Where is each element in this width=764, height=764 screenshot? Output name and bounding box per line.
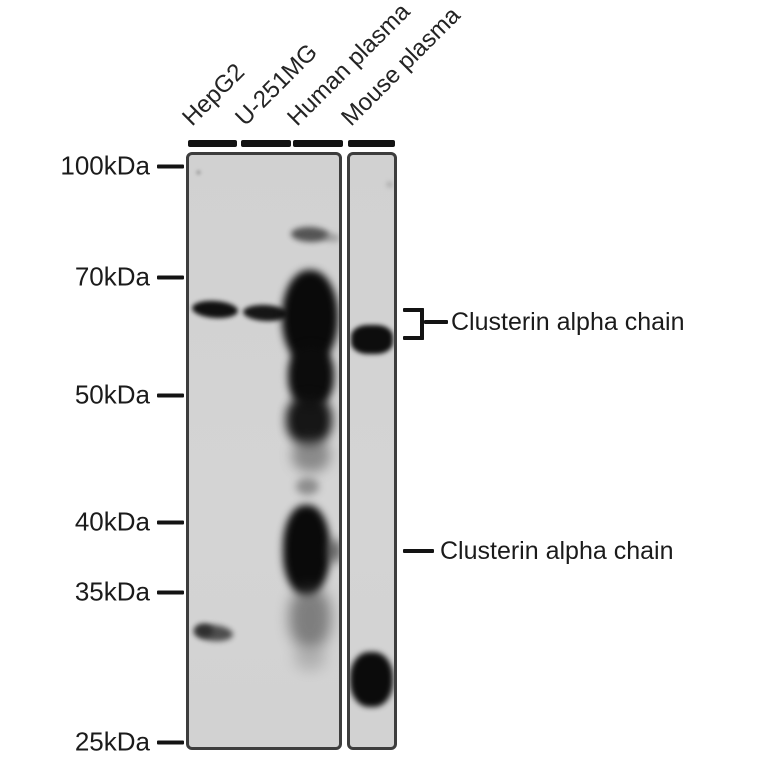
annotation-clusterin-lower: Clusterin alpha chain — [403, 536, 703, 566]
blot-band — [296, 478, 319, 495]
mw-marker-40kDa: 40kDa — [75, 507, 184, 538]
blot-band — [351, 325, 393, 354]
bracket-pointer-line — [424, 320, 448, 324]
annotation-label-upper: Clusterin alpha chain — [451, 308, 685, 336]
lane-bar-2 — [241, 140, 291, 147]
mw-marker-label: 100kDa — [60, 150, 150, 181]
blot-band — [286, 395, 332, 445]
pointer-line — [403, 549, 434, 553]
annotation-label-lower: Clusterin alpha chain — [440, 537, 674, 565]
mw-marker-50kDa: 50kDa — [75, 380, 184, 411]
mw-marker-label: 50kDa — [74, 379, 150, 410]
blot-band — [191, 299, 239, 320]
mw-tick-mark — [157, 590, 184, 594]
mw-tick-mark — [157, 520, 184, 524]
lane-bar-1 — [188, 140, 237, 147]
mw-marker-label: 25kDa — [74, 726, 150, 757]
mw-tick-mark — [157, 740, 184, 744]
annotation-clusterin-upper: Clusterin alpha chain — [403, 302, 703, 346]
lane-bar-3 — [293, 140, 343, 147]
blot-band — [289, 587, 331, 649]
blot-panel-1 — [186, 152, 342, 750]
mw-tick-mark — [157, 275, 184, 279]
blot-band — [386, 181, 393, 188]
mw-marker-35kDa: 35kDa — [75, 577, 184, 608]
mw-marker-label: 35kDa — [74, 576, 150, 607]
bracket-top-arm — [403, 308, 424, 312]
mw-marker-label: 40kDa — [74, 506, 150, 537]
blot-panel-2 — [347, 152, 397, 750]
blot-band — [196, 170, 201, 175]
bracket-bottom-arm — [403, 336, 424, 340]
blot-band — [321, 231, 339, 244]
blot-band — [327, 539, 339, 563]
mw-tick-mark — [157, 164, 184, 168]
blot-band — [283, 505, 330, 595]
mw-marker-label: 70kDa — [74, 261, 150, 292]
blot-band — [350, 652, 393, 707]
lane-bar-4 — [348, 140, 395, 147]
mw-marker-100kDa: 100kDa — [60, 151, 184, 182]
mw-marker-25kDa: 25kDa — [75, 727, 184, 758]
bracket-vertical — [420, 308, 424, 340]
mw-marker-70kDa: 70kDa — [75, 262, 184, 293]
mw-tick-mark — [157, 393, 184, 397]
blot-band — [292, 438, 330, 472]
blot-band — [294, 645, 326, 671]
